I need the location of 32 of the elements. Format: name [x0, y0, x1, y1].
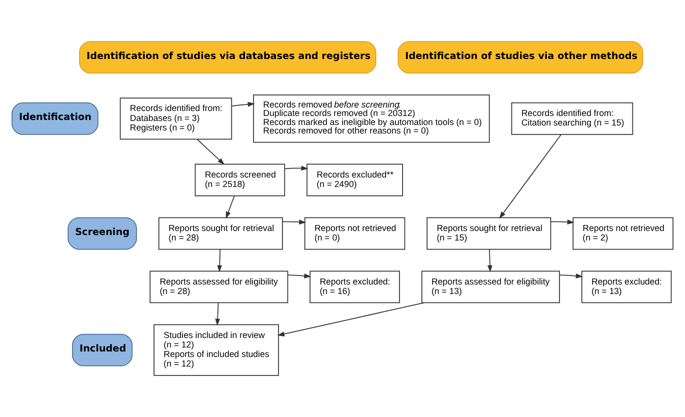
node-box: Reports not retrieved (n = 2) [572, 217, 674, 250]
arrow [277, 302, 424, 336]
node-box: Records identified from: Citation searching (n = 15) [511, 102, 634, 135]
arrow [215, 302, 220, 326]
node-box: Reports assessed for eligibility (n = 13) [421, 270, 560, 304]
node-box: Records screened (n = 2518) [194, 164, 286, 196]
node-box: Studies included in review (n = 12) Reports of included studies (n = 12) [154, 324, 279, 376]
node-box: Reports excluded: (n = 13) [581, 270, 672, 304]
arrow [559, 273, 583, 278]
arrow [282, 220, 306, 224]
node-box: Records excluded** (n = 2490) [306, 164, 403, 196]
node-box: Records removed before screening: Duplicate records removed (n = 20312) Records marked as ineligible by automation tools (n = 0) Records removed for other reasons (n = 0) [253, 94, 490, 143]
arrow [487, 248, 492, 272]
node-box: Records identified from: Databases (n = 3) Registers (n = 0) [120, 98, 232, 140]
arrow [287, 273, 312, 278]
arrow [231, 102, 255, 107]
node-box: Reports not retrieved (n = 0) [304, 217, 406, 250]
arrow [226, 195, 235, 219]
node-box: Screening [68, 217, 137, 250]
node-box: Identification [12, 102, 98, 135]
node-box: Reports assessed for eligibility (n = 28) [150, 270, 288, 304]
node-box: Reports sought for retrieval (n = 28) [158, 217, 283, 250]
arrow [217, 248, 222, 272]
node-box: Reports excluded: (n = 16) [310, 270, 400, 304]
arrow [550, 220, 574, 224]
arrow [499, 134, 562, 219]
arrow [284, 166, 308, 171]
node-box: Identification of studies via other methods [398, 41, 644, 74]
arrow [196, 138, 225, 165]
node-box: Included [72, 334, 133, 366]
node-box: Identification of studies via databases and registers [79, 41, 376, 74]
node-box: Reports sought for retrieval (n = 15) [426, 217, 552, 250]
